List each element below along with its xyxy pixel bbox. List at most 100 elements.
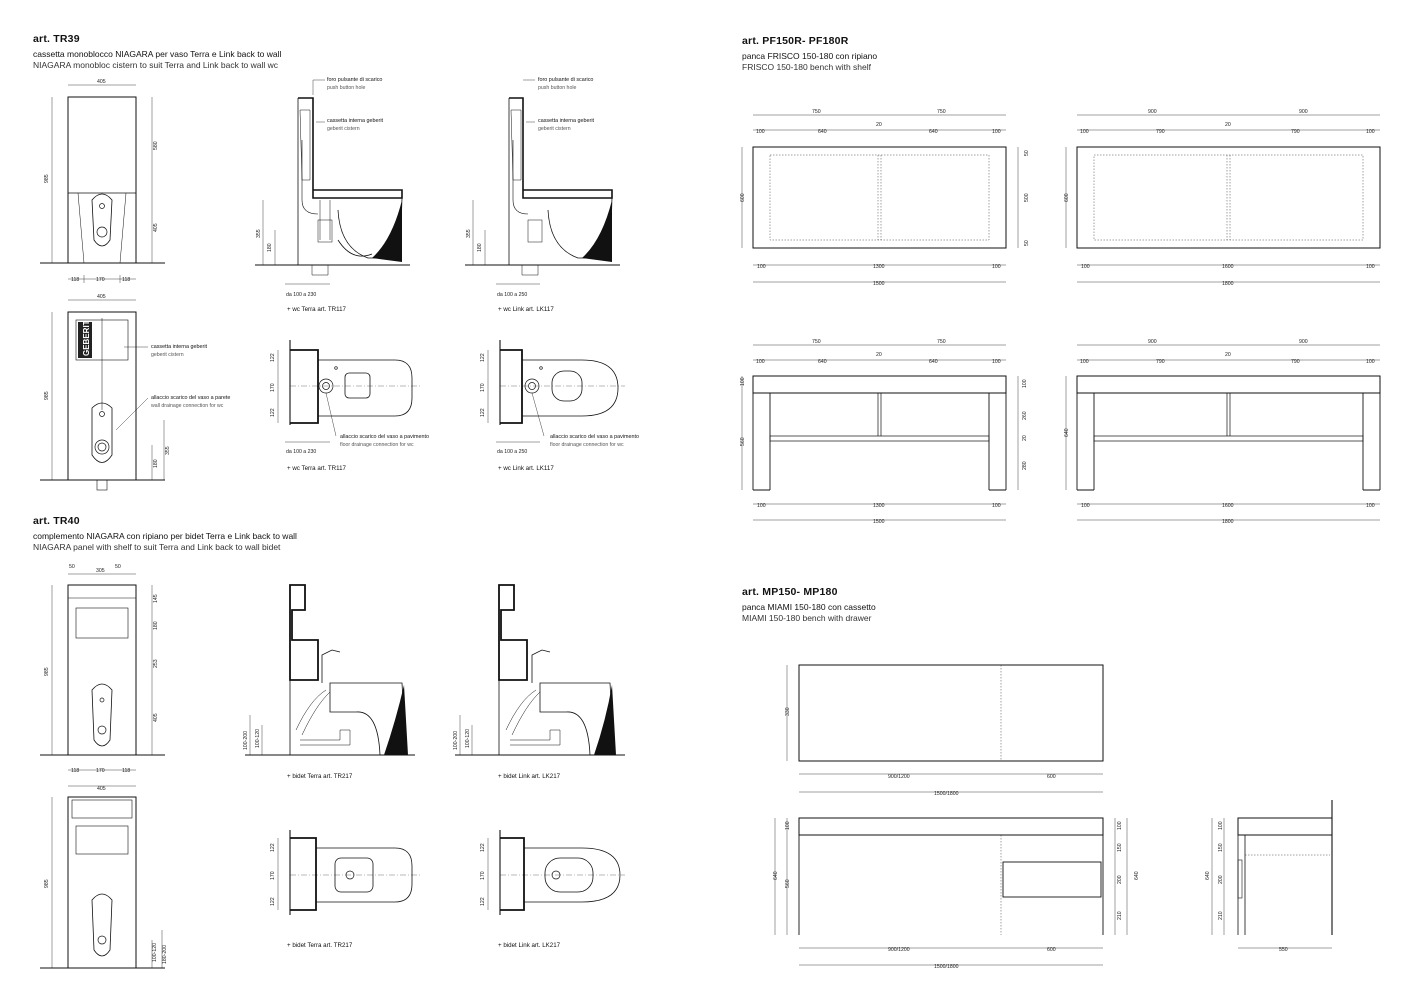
- dim-label: 50: [1024, 240, 1030, 246]
- dim-label: 100: [757, 503, 766, 509]
- dim-label: 118: [71, 768, 79, 774]
- dim-label: 1500/1800: [934, 964, 959, 970]
- caption-bidet-terra: + bidet Terra art. TR217: [287, 942, 353, 949]
- dim-label: 100: [756, 359, 765, 365]
- dim-label: 20: [1225, 122, 1231, 128]
- dim-label: 122: [270, 353, 276, 362]
- dim-label: 180: [477, 243, 483, 252]
- note-push-it: foro pulsante di scarico: [327, 77, 382, 83]
- dim-label: 1300: [873, 503, 885, 509]
- art-code: art. MP150- MP180: [742, 586, 838, 598]
- dim-label: 122: [480, 843, 486, 852]
- dim-label: 200: [1218, 875, 1224, 884]
- dim-label: 1600: [1222, 503, 1234, 509]
- dim-label: 790: [1291, 359, 1300, 365]
- dim-label: 100: [1080, 129, 1089, 135]
- dim-label: da 100 a 230: [286, 292, 316, 298]
- desc-it: panca MIAMI 150-180 con cassetto: [742, 602, 876, 613]
- note-wall-drain-it: allaccio scarico del vaso a parete: [151, 395, 230, 401]
- dim-label: da 100 a 250: [497, 292, 527, 298]
- dim-label: 118: [122, 277, 130, 283]
- note-floor-drain-it: allaccio scarico del vaso a pavimento: [340, 434, 429, 440]
- dim-label: 100-120: [465, 729, 471, 748]
- mp-side-view: [1211, 800, 1333, 949]
- dim-label: 100: [1366, 503, 1375, 509]
- dim-label: 985: [44, 879, 50, 888]
- header-tr39: art. TR39 cassetta monoblocco NIAGARA pe…: [33, 33, 281, 70]
- dim-label: 405: [97, 79, 106, 85]
- note-floor-drain-it: allaccio scarico del vaso a pavimento: [550, 434, 639, 440]
- dim-label: 100: [1022, 379, 1028, 388]
- dim-label: 122: [480, 897, 486, 906]
- dim-label: 900: [1299, 339, 1308, 345]
- dim-label: 640: [818, 129, 827, 135]
- note-cistern-it: cassetta interna geberit: [538, 118, 595, 124]
- dim-label: 355: [165, 446, 171, 455]
- caption-bidet-terra: + bidet Terra art. TR217: [287, 773, 353, 780]
- dim-label: 50: [69, 564, 75, 570]
- dim-label: 790: [1156, 129, 1165, 135]
- caption-wc-link: + wc Link art. LK117: [498, 306, 554, 313]
- dim-label: 170: [270, 383, 276, 392]
- desc-en: NIAGARA panel with shelf to suit Terra a…: [33, 541, 281, 552]
- dim-label: 122: [480, 408, 486, 417]
- dim-label: 50: [1024, 150, 1030, 156]
- dim-label: 900: [1299, 109, 1308, 115]
- dim-label: 180: [153, 459, 159, 468]
- dim-label: 100: [1117, 821, 1123, 830]
- dim-label: 405: [153, 223, 159, 232]
- desc-it: cassetta monoblocco NIAGARA per vaso Ter…: [33, 49, 282, 60]
- caption-wc-terra: + wc Terra art. TR117: [287, 306, 347, 313]
- dim-label: 150: [1218, 843, 1224, 852]
- dim-label: 100: [1366, 129, 1375, 135]
- dim-label: 1800: [1222, 519, 1234, 525]
- dim-label: 1600: [1222, 264, 1234, 270]
- dim-label: 405: [97, 294, 106, 300]
- dim-label: 750: [937, 109, 946, 115]
- dim-label: 750: [937, 339, 946, 345]
- dim-label: 405: [97, 786, 106, 792]
- dim-label: 1500: [873, 519, 885, 525]
- dim-label: 900/1200: [888, 947, 910, 953]
- dim-label: 560: [785, 879, 791, 888]
- tr39-side-wc-link: [465, 79, 620, 285]
- dim-label: 640: [1205, 871, 1211, 880]
- dim-label: 122: [480, 353, 486, 362]
- dim-label: 640: [929, 359, 938, 365]
- tr40-plan-bidet-terra: [277, 830, 420, 915]
- dim-label: 900: [1148, 339, 1157, 345]
- dim-label: 260: [1022, 411, 1028, 420]
- dim-label: 170: [480, 383, 486, 392]
- dim-label: 280: [1022, 461, 1028, 470]
- dim-label: 305: [96, 568, 105, 574]
- desc-en: NIAGARA monobloc cistern to suit Terra a…: [33, 59, 279, 70]
- dim-label: 1500: [873, 281, 885, 287]
- callout-notes: foro pulsante di scarico push button hol…: [82, 77, 639, 448]
- dim-label: 100: [992, 503, 1001, 509]
- art-code: art. TR40: [33, 515, 80, 527]
- pf-elevation-1800: [1065, 344, 1381, 521]
- dim-label: 750: [812, 109, 821, 115]
- dim-label: 20: [1225, 352, 1231, 358]
- desc-it: panca FRISCO 150-180 con ripiano: [742, 51, 878, 62]
- dim-label: 985: [44, 174, 50, 183]
- dim-label: 600: [740, 193, 746, 202]
- dim-label: 180: [153, 621, 159, 630]
- dim-label: 180: [267, 243, 273, 252]
- dim-label: 200: [1117, 875, 1123, 884]
- dim-label: 100: [785, 821, 791, 830]
- dim-label: 118: [122, 768, 130, 774]
- note-floor-drain-en: floor drainage connection for wc: [340, 442, 414, 448]
- dim-label: 600: [1047, 947, 1056, 953]
- dim-label: 100: [1081, 503, 1090, 509]
- dim-label: 100: [757, 264, 766, 270]
- dim-label: 330: [785, 707, 791, 716]
- dim-label: 550: [1279, 947, 1288, 953]
- dimension-labels: 405 985 580 405 118 170 118 405 985 180 …: [44, 79, 1375, 970]
- dim-label: 640: [818, 359, 827, 365]
- dim-label: da 100 a 230: [286, 449, 316, 455]
- dim-label: 50: [115, 564, 121, 570]
- dim-label: da 100 a 250: [497, 449, 527, 455]
- tr40-plan-bidet-link: [487, 830, 625, 915]
